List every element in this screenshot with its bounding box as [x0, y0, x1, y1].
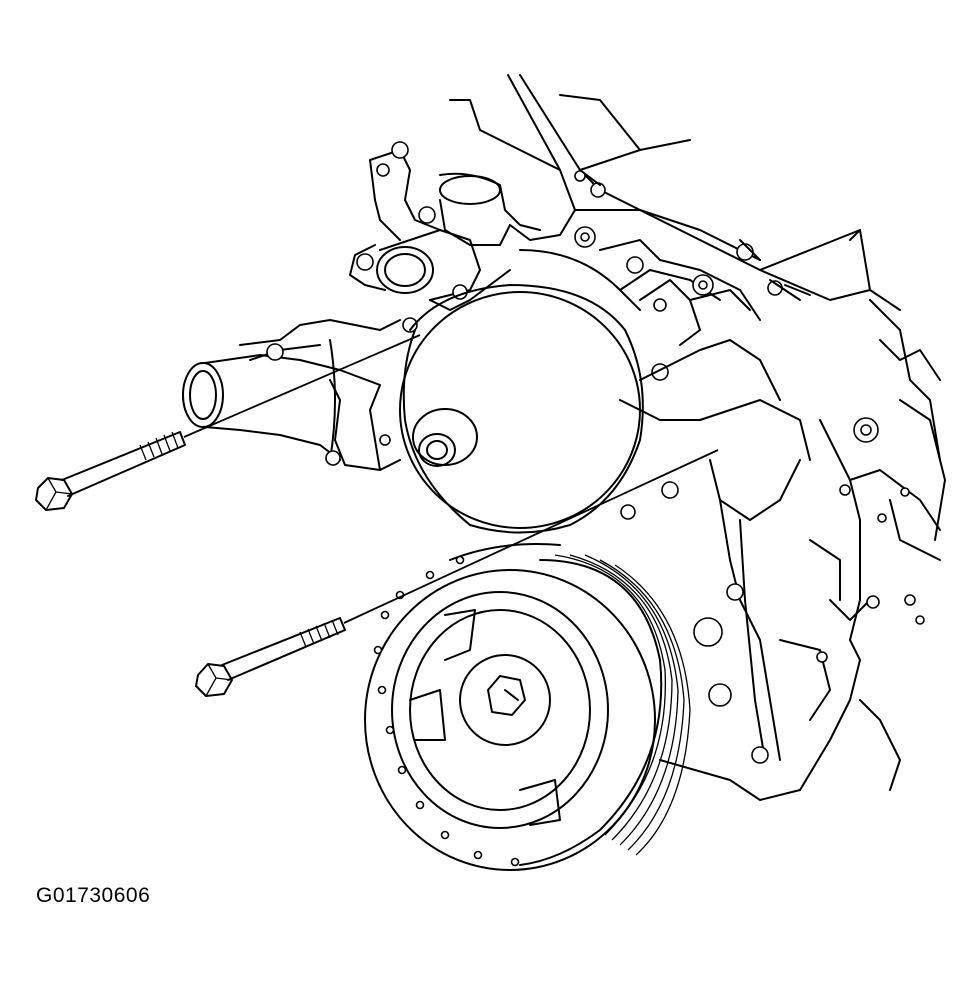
thermostat-housing: [349, 141, 576, 311]
lower-bolt: [195, 449, 719, 697]
crankshaft-balancer: [364, 543, 691, 871]
engine-block: [449, 74, 946, 801]
upper-bolt: [35, 334, 421, 511]
figure-id-label: G01730606: [36, 884, 151, 907]
coolant-outlet: [182, 317, 418, 471]
timing-cover: [574, 169, 811, 764]
